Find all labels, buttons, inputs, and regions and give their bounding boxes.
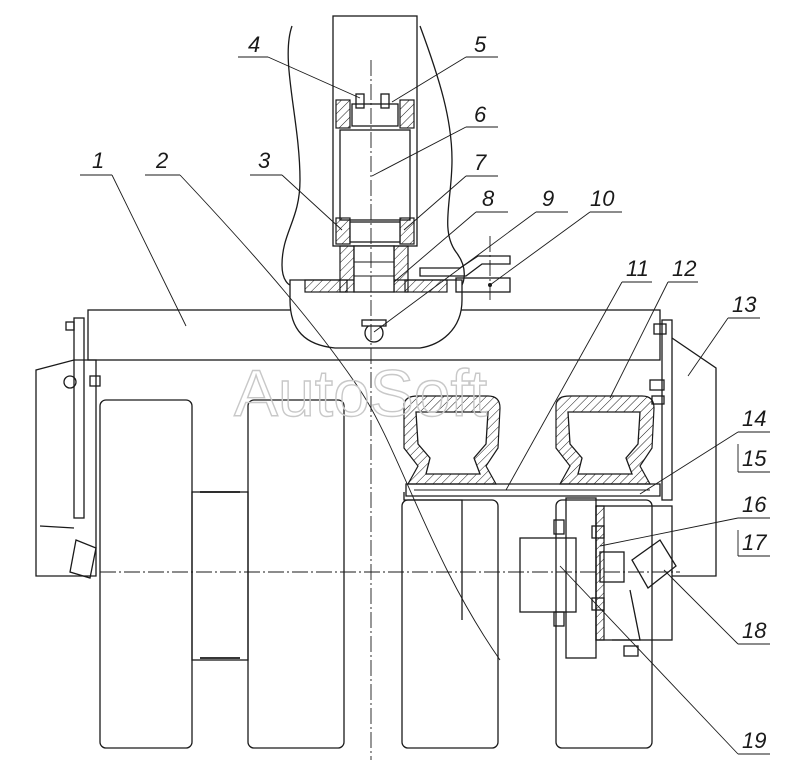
callout-3: 3 — [258, 148, 271, 173]
callout-4: 4 — [248, 32, 260, 57]
watermark-text: AutoSoft — [234, 356, 487, 430]
callout-19: 19 — [742, 728, 766, 753]
callout-5: 5 — [474, 32, 487, 57]
callout-labels: 1 2 3 4 5 6 7 8 9 10 11 12 13 14 15 16 1… — [92, 32, 767, 753]
bracket-housing — [281, 25, 465, 349]
callout-9: 9 — [542, 186, 554, 211]
tire-sections — [403, 395, 661, 497]
leader-lines — [80, 56, 770, 755]
callout-1: 1 — [92, 148, 104, 173]
callout-17: 17 — [742, 530, 767, 555]
callout-2: 2 — [155, 148, 168, 173]
callout-18: 18 — [742, 618, 767, 643]
left-side — [35, 317, 345, 749]
callout-16: 16 — [742, 492, 767, 517]
callout-13: 13 — [732, 292, 757, 317]
callout-11: 11 — [626, 256, 649, 281]
right-wheels — [401, 492, 653, 749]
callout-14: 14 — [742, 406, 766, 431]
callout-12: 12 — [672, 256, 696, 281]
callout-6: 6 — [474, 102, 487, 127]
callout-7: 7 — [474, 150, 487, 175]
kingpin-assembly — [332, 15, 418, 293]
callout-8: 8 — [482, 186, 495, 211]
hub-assembly — [519, 319, 717, 659]
callout-10: 10 — [590, 186, 615, 211]
callout-15: 15 — [742, 446, 767, 471]
